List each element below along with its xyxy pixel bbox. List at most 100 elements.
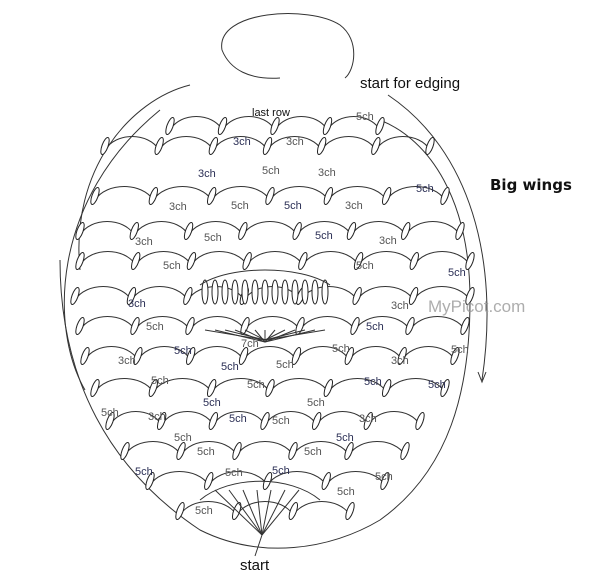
petal-stitch: [242, 251, 252, 271]
petal-stitch: [380, 471, 390, 491]
chain-count-label: 3ch: [169, 201, 187, 213]
fan-arc: [199, 269, 331, 286]
fan-petal: [291, 279, 299, 305]
petal-stitch: [270, 116, 280, 136]
fan-stitch: [264, 329, 286, 341]
petal-stitch: [400, 441, 410, 461]
petal-stitch: [129, 221, 139, 241]
fan-petal: [281, 279, 289, 305]
chain-count-label: 5ch: [375, 471, 393, 483]
petal-stitch: [344, 441, 354, 461]
start-fan-stitch: [261, 489, 272, 536]
chain-count-label: 5ch: [364, 376, 382, 388]
petal-stitch: [238, 221, 248, 241]
chain-count-label: 3ch: [379, 235, 397, 247]
petal-stitch: [450, 346, 460, 366]
petal-stitch: [288, 441, 298, 461]
petal-stitch: [90, 186, 100, 206]
chain-count-label: 5ch: [229, 413, 247, 425]
chain-count-label: 3ch: [359, 413, 377, 425]
fan-stitch: [264, 329, 326, 341]
chain-count-label: 5ch: [197, 446, 215, 458]
chain-count-label: 3ch: [198, 168, 216, 180]
chain-count-label: 3ch: [286, 136, 304, 148]
chain-count-label: 5ch: [195, 505, 213, 517]
petal-stitch: [323, 186, 334, 206]
petal-stitch: [105, 411, 115, 431]
petal-stitch: [344, 346, 354, 366]
chain-count-label: 5ch: [146, 321, 164, 333]
petal-stitch: [148, 186, 159, 206]
petal-stitch: [206, 378, 217, 398]
petal-stitch: [363, 411, 374, 431]
start-fan-stitch: [256, 489, 263, 536]
start-fan-stitch: [242, 489, 263, 536]
start-tail: [254, 534, 263, 557]
chain-count-label: 5ch: [225, 467, 243, 479]
petal-stitch: [375, 116, 385, 136]
petal-stitch: [292, 221, 302, 241]
fan-petal: [261, 279, 269, 305]
arrow-head: [477, 371, 487, 384]
stitch-lines: [59, 13, 488, 557]
chain-count-label: 5ch: [304, 446, 322, 458]
petal-stitch: [70, 286, 80, 306]
chain-count-label: 5ch: [276, 359, 294, 371]
petal-stitch: [298, 251, 308, 271]
fan-stitch: [214, 329, 266, 343]
petal-stitch: [183, 221, 194, 241]
chain-count-label: 5ch: [366, 321, 384, 333]
start-label: start: [240, 557, 270, 574]
petal-stitch: [265, 378, 275, 398]
chain-count-label: 5ch: [231, 200, 249, 212]
petal-stitch: [176, 441, 186, 461]
start-arc: [199, 480, 321, 501]
fan-petal: [311, 279, 319, 305]
chain-count-label: 5ch: [247, 379, 265, 391]
chain-count-label: 5ch: [307, 397, 325, 409]
chain-count-label: 5ch: [262, 165, 280, 177]
petal-stitch: [204, 471, 214, 491]
chain-count-label: 5ch: [135, 466, 153, 478]
fan-stitch: [224, 329, 266, 341]
start-for-edging-label: start for edging: [360, 75, 460, 92]
chain-count-label: 5ch: [284, 200, 302, 212]
fan-petal: [231, 279, 239, 305]
chain-count-label: 5ch: [174, 345, 192, 357]
fan-petal: [301, 279, 309, 305]
petal-stitch: [183, 286, 193, 306]
petal-stitch: [232, 441, 242, 461]
chain-count-label: 3ch: [318, 167, 336, 179]
petal-stitch: [120, 441, 130, 461]
petal-stitch: [371, 136, 381, 156]
chain-count-label: 3ch: [391, 300, 409, 312]
petal-stitch: [322, 116, 333, 136]
chain-count-label: 5ch: [356, 111, 374, 123]
petal-stitch: [175, 501, 185, 521]
chain-count-label: 5ch: [356, 260, 374, 272]
last-row-label: last row: [252, 107, 290, 119]
chain-count-label: 5ch: [336, 432, 354, 444]
fan-petal: [201, 279, 209, 305]
petal-stitch: [425, 136, 435, 156]
start-fan-stitch: [261, 489, 286, 536]
chain-count-label: 3ch: [148, 411, 166, 423]
fan-stitch: [234, 329, 266, 343]
petal-stitch: [440, 378, 450, 398]
petal-stitch: [262, 136, 273, 156]
fan-stitch: [264, 329, 306, 341]
petal-stitch: [345, 501, 355, 521]
petal-stitch: [75, 221, 85, 241]
chain-count-label: 5ch: [151, 375, 169, 387]
chain-count-label: 3ch: [128, 298, 146, 310]
petal-stitch: [75, 316, 85, 336]
chain-count-label: 3ch: [135, 236, 153, 248]
petal-stitch: [260, 411, 270, 431]
petal-stitch: [238, 346, 249, 366]
chain-count-label: 5ch: [451, 344, 469, 356]
petal-stitch: [130, 316, 140, 336]
petal-stitch: [206, 186, 217, 206]
petal-stitch: [465, 251, 475, 271]
chain-count-label: 5ch: [203, 397, 221, 409]
